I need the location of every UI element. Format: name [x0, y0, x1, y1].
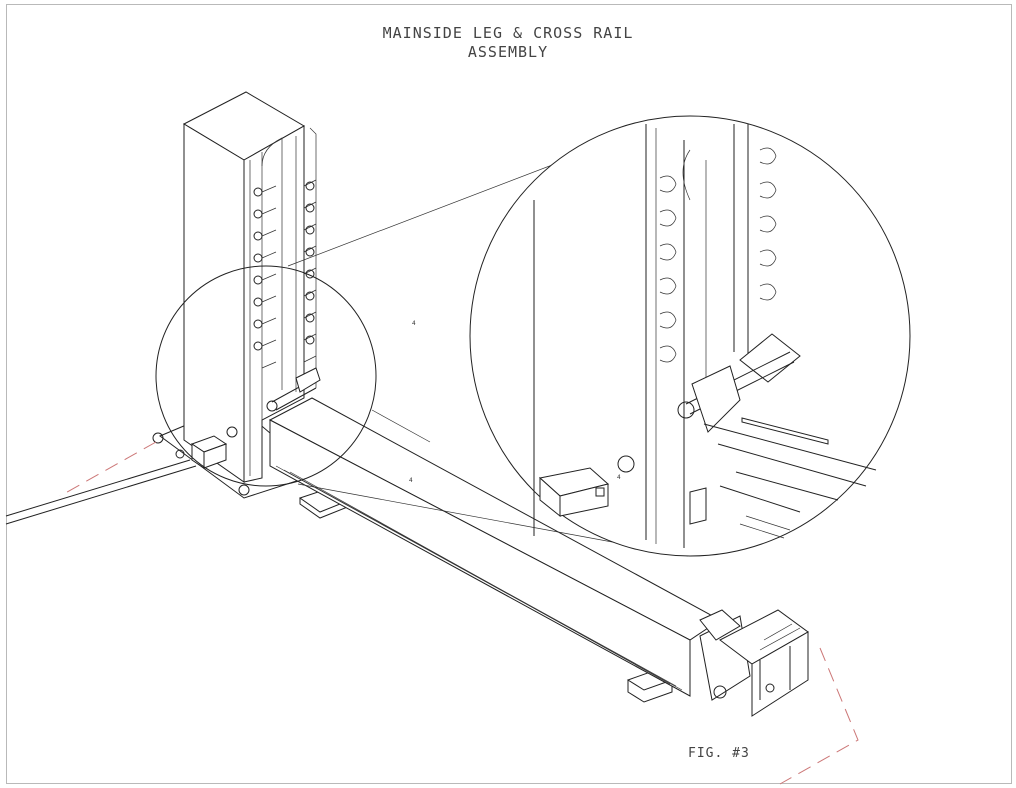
callout-4-b: 4 [409, 477, 413, 484]
title-line-1: MAINSIDE LEG & CROSS RAIL [382, 24, 634, 42]
detail-circle-large [469, 115, 911, 557]
detail-circle-small [155, 265, 377, 487]
magnified-detail [533, 124, 877, 548]
floor-line-left [59, 441, 157, 497]
rack-notches [253, 179, 317, 369]
motor-box [190, 435, 228, 469]
figure-label: FIG. #3 [688, 746, 750, 761]
leg-column [182, 91, 317, 483]
pivot-pin [266, 367, 321, 412]
callout-4-a: 4 [412, 320, 416, 327]
end-cradle [699, 609, 809, 717]
title-line-2: ASSEMBLY [467, 43, 549, 61]
callout-4-c: 4 [617, 474, 621, 481]
drawing-title: MAINSIDE LEG & CROSS RAIL ASSEMBLY [0, 24, 1016, 62]
cable-rail [5, 459, 197, 525]
floor-line-right [779, 647, 859, 785]
